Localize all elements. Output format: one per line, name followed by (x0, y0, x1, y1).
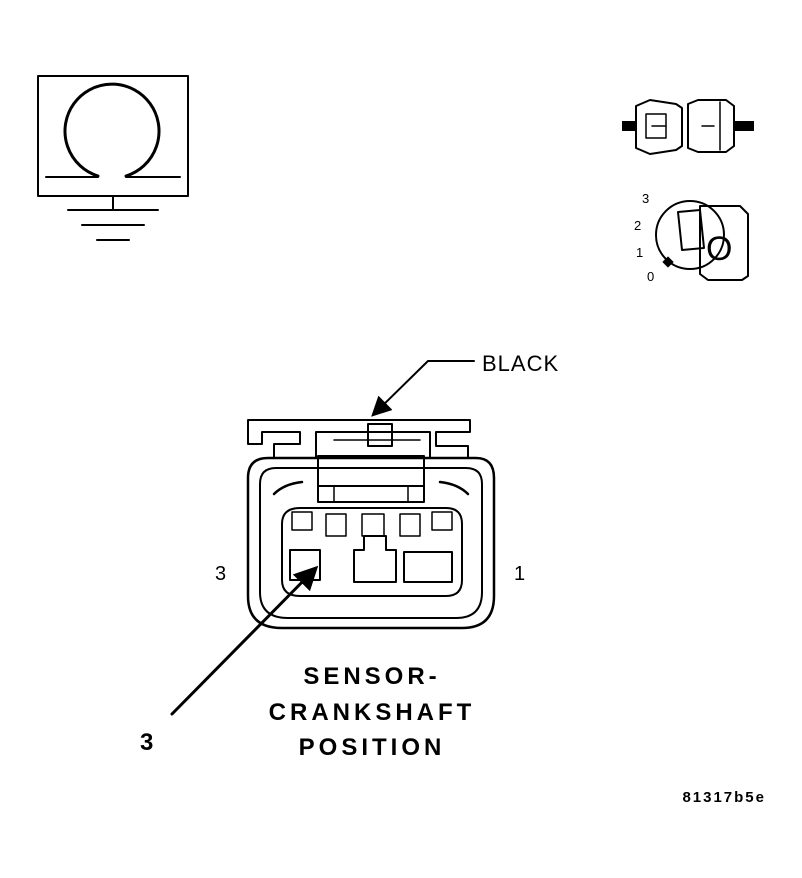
key-position-2: 2 (634, 218, 641, 233)
callout-number: 3 (140, 729, 153, 756)
wire-color-label: BLACK (482, 351, 559, 376)
connector-title: SENSOR- CRANKSHAFT POSITION (269, 663, 476, 761)
figure-code: 81317b5e (682, 789, 766, 806)
ohmmeter-icon (37, 75, 189, 197)
pin-3-label: 3 (215, 563, 226, 585)
key-position-0: 0 (647, 269, 654, 284)
ignition-key-icon: 3 2 1 0 O (634, 191, 749, 284)
pin-1-label: 1 (514, 563, 525, 585)
pin-callout: 3 (140, 565, 319, 756)
ground-icon (67, 195, 159, 241)
wire-color-callout: BLACK (371, 351, 559, 417)
title-line-3: POSITION (299, 734, 446, 761)
title-line-2: CRANKSHAFT (269, 699, 476, 726)
connector-body (246, 419, 496, 630)
key-position-1: 1 (636, 245, 643, 260)
key-position-3: 3 (642, 191, 649, 206)
title-line-1: SENSOR- (303, 663, 440, 690)
disconnected-connector-icon (622, 99, 754, 155)
key-glyph: O (706, 230, 732, 268)
